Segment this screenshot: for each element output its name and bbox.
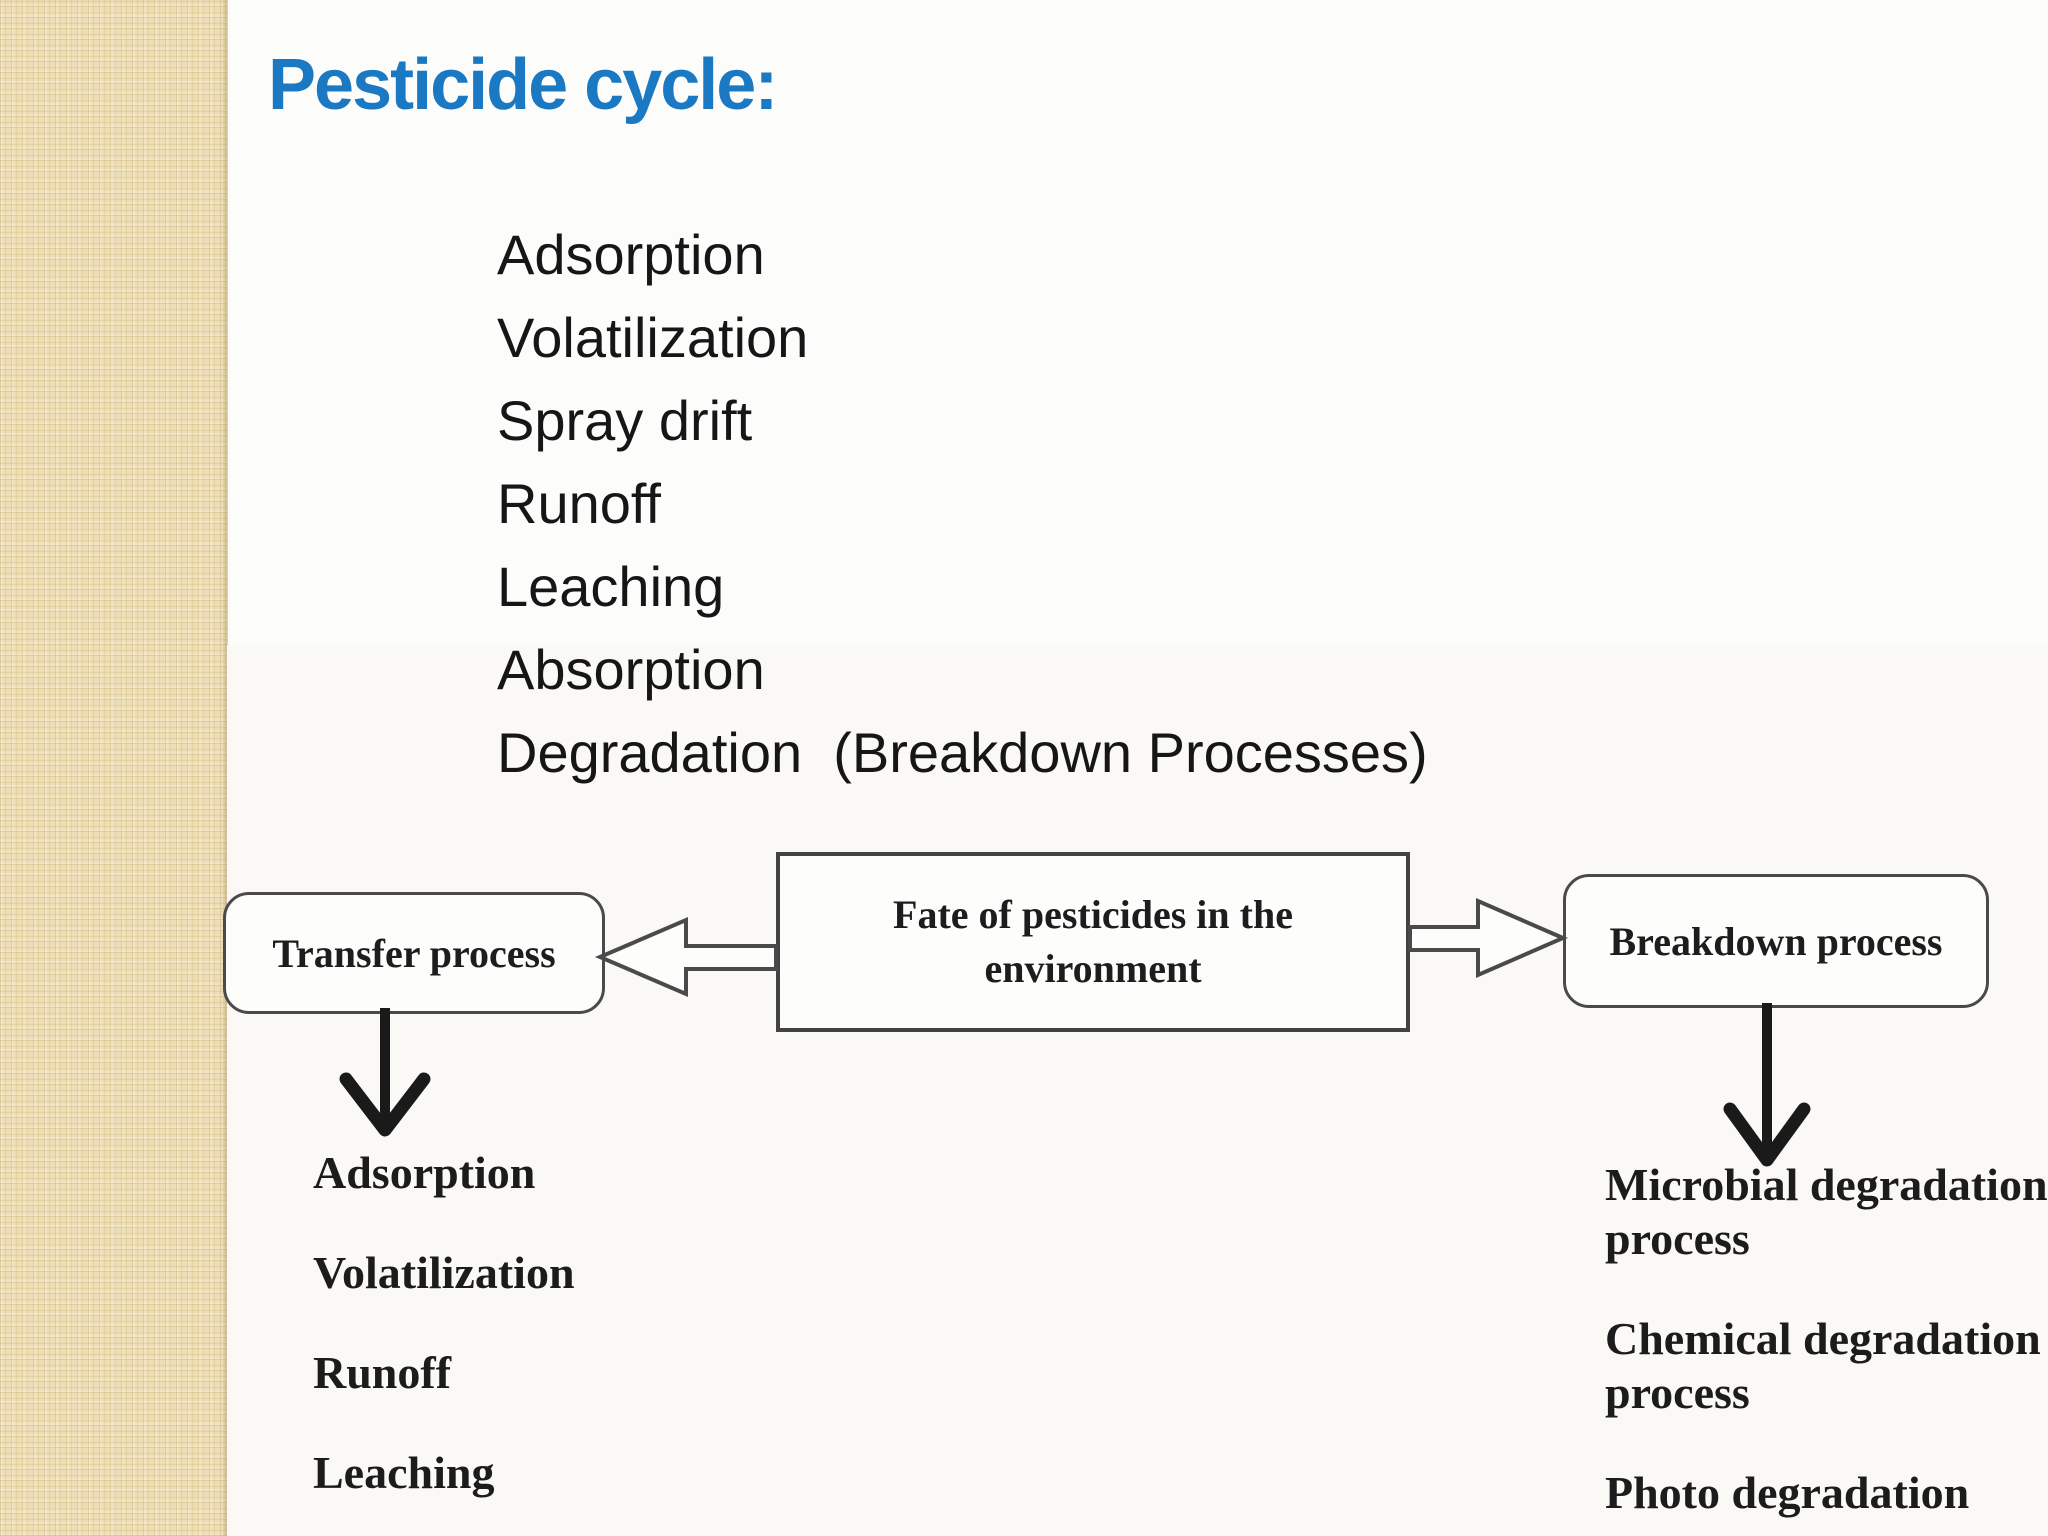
- list-item: Runoff: [497, 472, 661, 535]
- list-item: Runoff: [313, 1347, 452, 1398]
- fate-of-pesticides-box: Fate of pesticides in the environment: [776, 852, 1410, 1032]
- breakdown-process-label: Breakdown process: [1609, 918, 1943, 964]
- fate-of-pesticides-label: Fate of pesticides in the environment: [893, 892, 1293, 991]
- breakdown-process-items: Microbial degradation process Chemical d…: [1605, 1158, 2048, 1536]
- slide-title: Pesticide cycle:: [268, 45, 778, 125]
- list-item: Photo degradation: [1605, 1467, 1970, 1518]
- list-item: Volatilization: [313, 1247, 575, 1298]
- list-item: Spray drift: [497, 389, 753, 452]
- pesticide-process-list: Adsorption Volatilization Spray drift Ru…: [497, 213, 1428, 794]
- list-item: Chemical degradation process: [1605, 1313, 2041, 1418]
- transfer-process-label: Transfer process: [272, 930, 556, 976]
- transfer-process-items: Adsorption Volatilization Runoff Leachin…: [313, 1150, 575, 1536]
- list-item: Absorption: [497, 638, 765, 701]
- list-item: Degradation (Breakdown Processes): [497, 721, 1428, 784]
- list-item: Adsorption: [497, 223, 765, 286]
- list-item: Leaching: [313, 1447, 495, 1498]
- diagram-scan-background: [227, 645, 2048, 1536]
- list-item: Microbial degradation process: [1605, 1159, 2048, 1264]
- breakdown-process-box: Breakdown process: [1563, 874, 1989, 1008]
- list-item: Adsorption: [313, 1147, 536, 1198]
- transfer-process-box: Transfer process: [223, 892, 605, 1014]
- slide-left-texture-stripe: [0, 0, 228, 1536]
- list-item: Leaching: [497, 555, 725, 618]
- list-item: Volatilization: [497, 306, 809, 369]
